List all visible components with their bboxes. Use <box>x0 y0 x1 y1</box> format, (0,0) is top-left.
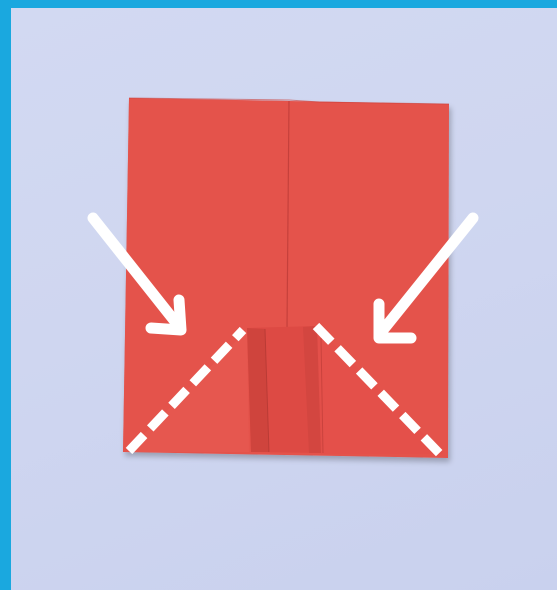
paper-center-flap <box>247 326 323 453</box>
photo <box>11 8 557 590</box>
origami-illustration <box>11 8 557 590</box>
